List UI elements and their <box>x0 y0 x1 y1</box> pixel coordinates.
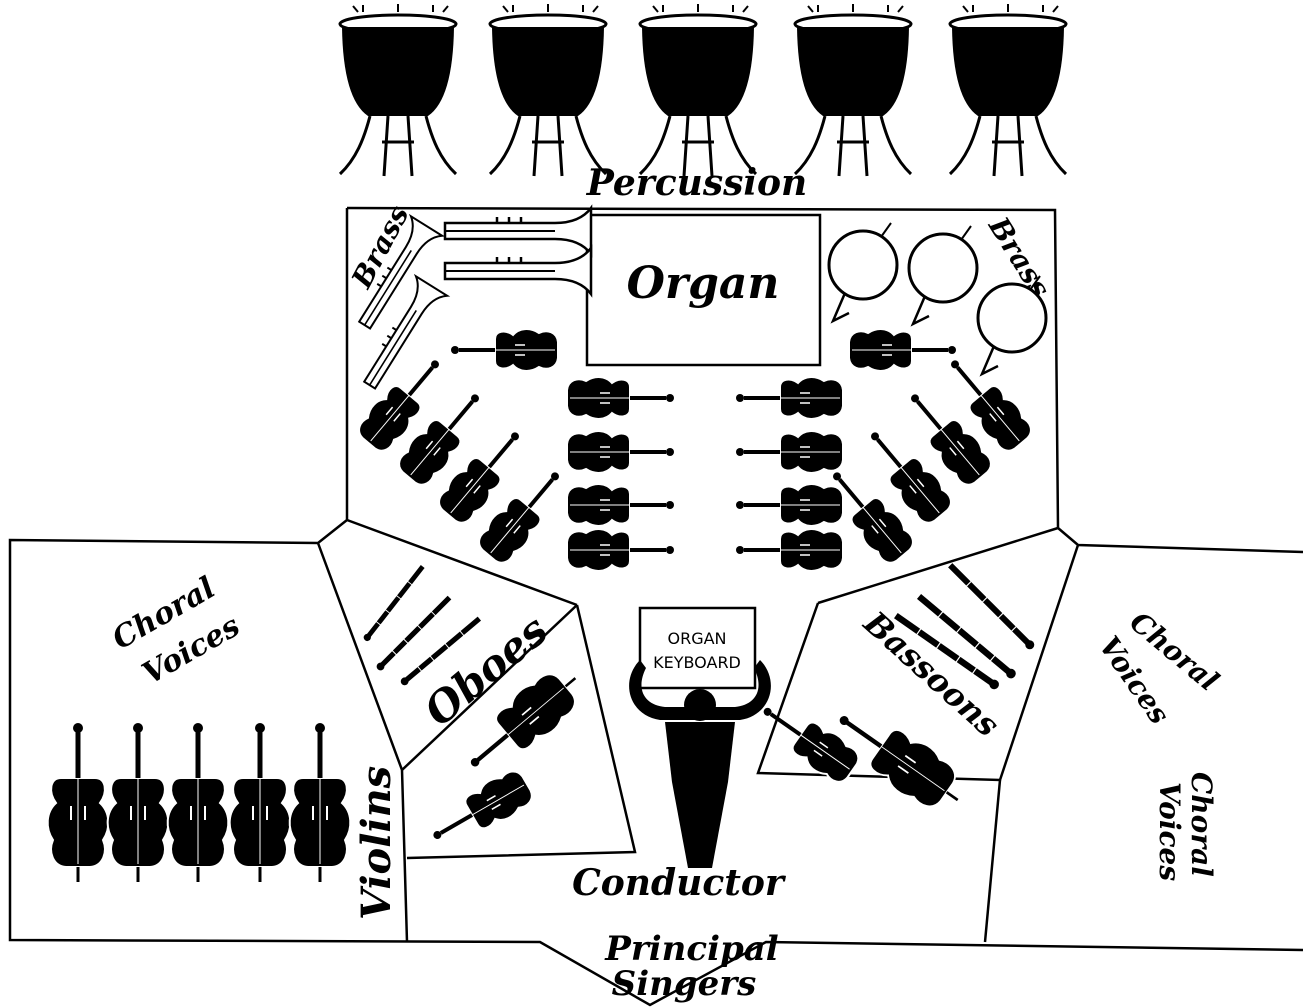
diagonal-violins-right <box>818 348 1037 569</box>
choral-right-b-label-line1: Choral <box>1185 772 1218 877</box>
organ-label: Organ <box>627 258 780 309</box>
french-horn-icon <box>909 226 977 324</box>
oboe-icon <box>375 595 452 672</box>
conductor-icon <box>629 660 771 868</box>
violin-icon <box>849 329 956 371</box>
choral-voices-left: Choral Voices <box>107 570 247 691</box>
violin-icon <box>736 484 843 526</box>
choral-voices-right-a: Choral Voices <box>1092 605 1225 730</box>
violin-icon <box>736 529 843 571</box>
bassoon-icon <box>947 562 1036 651</box>
trumpet-icon <box>445 248 591 294</box>
trumpet-icon <box>354 276 447 395</box>
timpani-icon <box>950 4 1066 176</box>
violin-icon <box>423 765 537 855</box>
violins-label: Violins <box>353 766 400 920</box>
cello-icon <box>290 723 351 882</box>
timpani-icon <box>640 4 756 176</box>
violin-icon <box>567 529 674 571</box>
violin-icon <box>567 484 674 526</box>
principal-singers-label-line2: Singers <box>612 964 757 1004</box>
trumpet-icon <box>445 208 591 254</box>
timpani-row <box>340 4 1066 176</box>
cello-icon <box>230 723 291 882</box>
violin-icon <box>736 377 843 419</box>
choral-right-b-label-line2: Voices <box>1153 782 1186 881</box>
percussion-label: Percussion <box>586 162 807 204</box>
conductor-figure: ORGAN KEYBOARD <box>629 608 771 868</box>
cello-row <box>48 723 351 882</box>
organ-keyboard <box>640 608 755 688</box>
violin-icon <box>736 431 843 473</box>
cello-icon <box>48 723 109 882</box>
organ-keyboard-label-line2: KEYBOARD <box>653 653 741 672</box>
violin-icon <box>567 431 674 473</box>
cello-icon <box>108 723 169 882</box>
conductor-label: Conductor <box>572 862 787 904</box>
violin-icon <box>451 329 558 371</box>
bassoons-section: Bassoons <box>752 562 1036 822</box>
violin-icon <box>567 377 674 419</box>
french-horn-icon <box>829 223 897 321</box>
choral-voices-right-b: Choral Voices <box>1153 772 1218 881</box>
organ-keyboard-label-line1: ORGAN <box>667 629 726 648</box>
principal-singers-label-line1: Principal <box>604 929 779 969</box>
timpani-icon <box>490 4 606 176</box>
timpani-icon <box>340 4 456 176</box>
cello-icon <box>168 723 229 882</box>
timpani-icon <box>795 4 911 176</box>
